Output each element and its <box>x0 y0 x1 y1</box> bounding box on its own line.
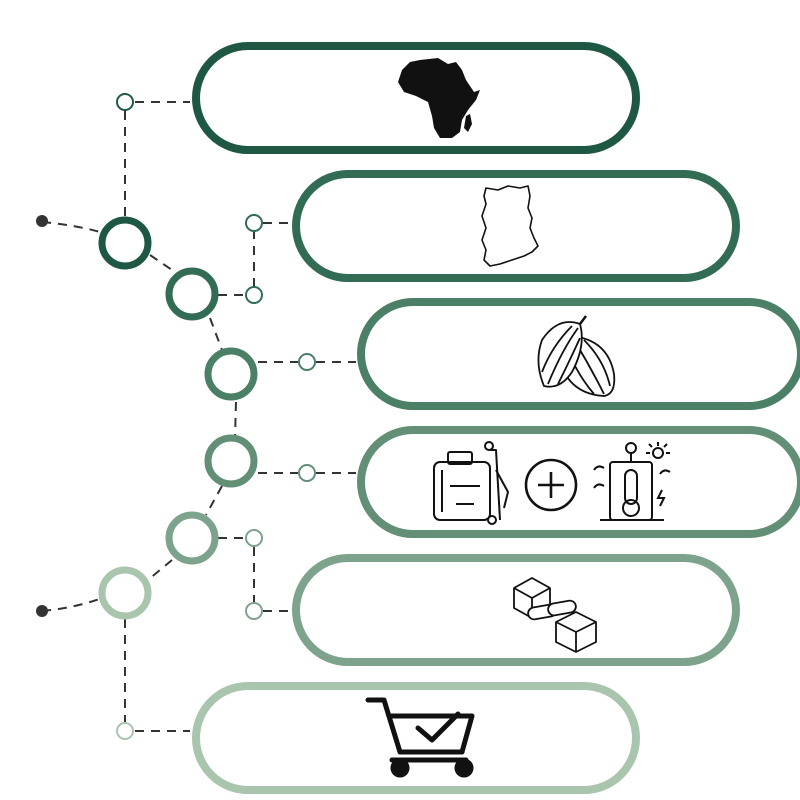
start-dot-top <box>36 215 48 227</box>
stage-pill-1 <box>192 42 640 154</box>
branch-dot-4 <box>298 464 316 482</box>
sprayer-plus-weather-station-icon <box>433 441 671 525</box>
plus-icon <box>524 458 578 512</box>
node-6 <box>98 566 152 620</box>
chain-link-blocks-icon <box>513 577 597 653</box>
branch-dot-5b <box>245 602 263 620</box>
node-4 <box>204 434 258 488</box>
node-3 <box>204 347 258 401</box>
branch-dot-5a <box>245 529 263 547</box>
cocoa-pod-icon <box>537 315 616 397</box>
node-2 <box>165 267 219 321</box>
branch-dot-3 <box>298 353 316 371</box>
stage-pill-4 <box>357 426 800 538</box>
node-1 <box>98 216 152 270</box>
branch-dot-1 <box>116 93 134 111</box>
shopping-cart-check-icon <box>365 697 475 778</box>
sprayer-icon <box>433 441 509 525</box>
node-5 <box>165 511 219 565</box>
stage-pill-6 <box>192 682 640 794</box>
ghana-map-icon <box>481 185 539 267</box>
stage-pill-2 <box>292 170 740 282</box>
weather-station-icon <box>593 442 671 521</box>
africa-map-icon <box>398 58 480 138</box>
branch-dot-2a <box>245 214 263 232</box>
branch-dot-2b <box>245 286 263 304</box>
start-dot-bottom <box>36 605 48 617</box>
branch-dot-6 <box>116 722 134 740</box>
